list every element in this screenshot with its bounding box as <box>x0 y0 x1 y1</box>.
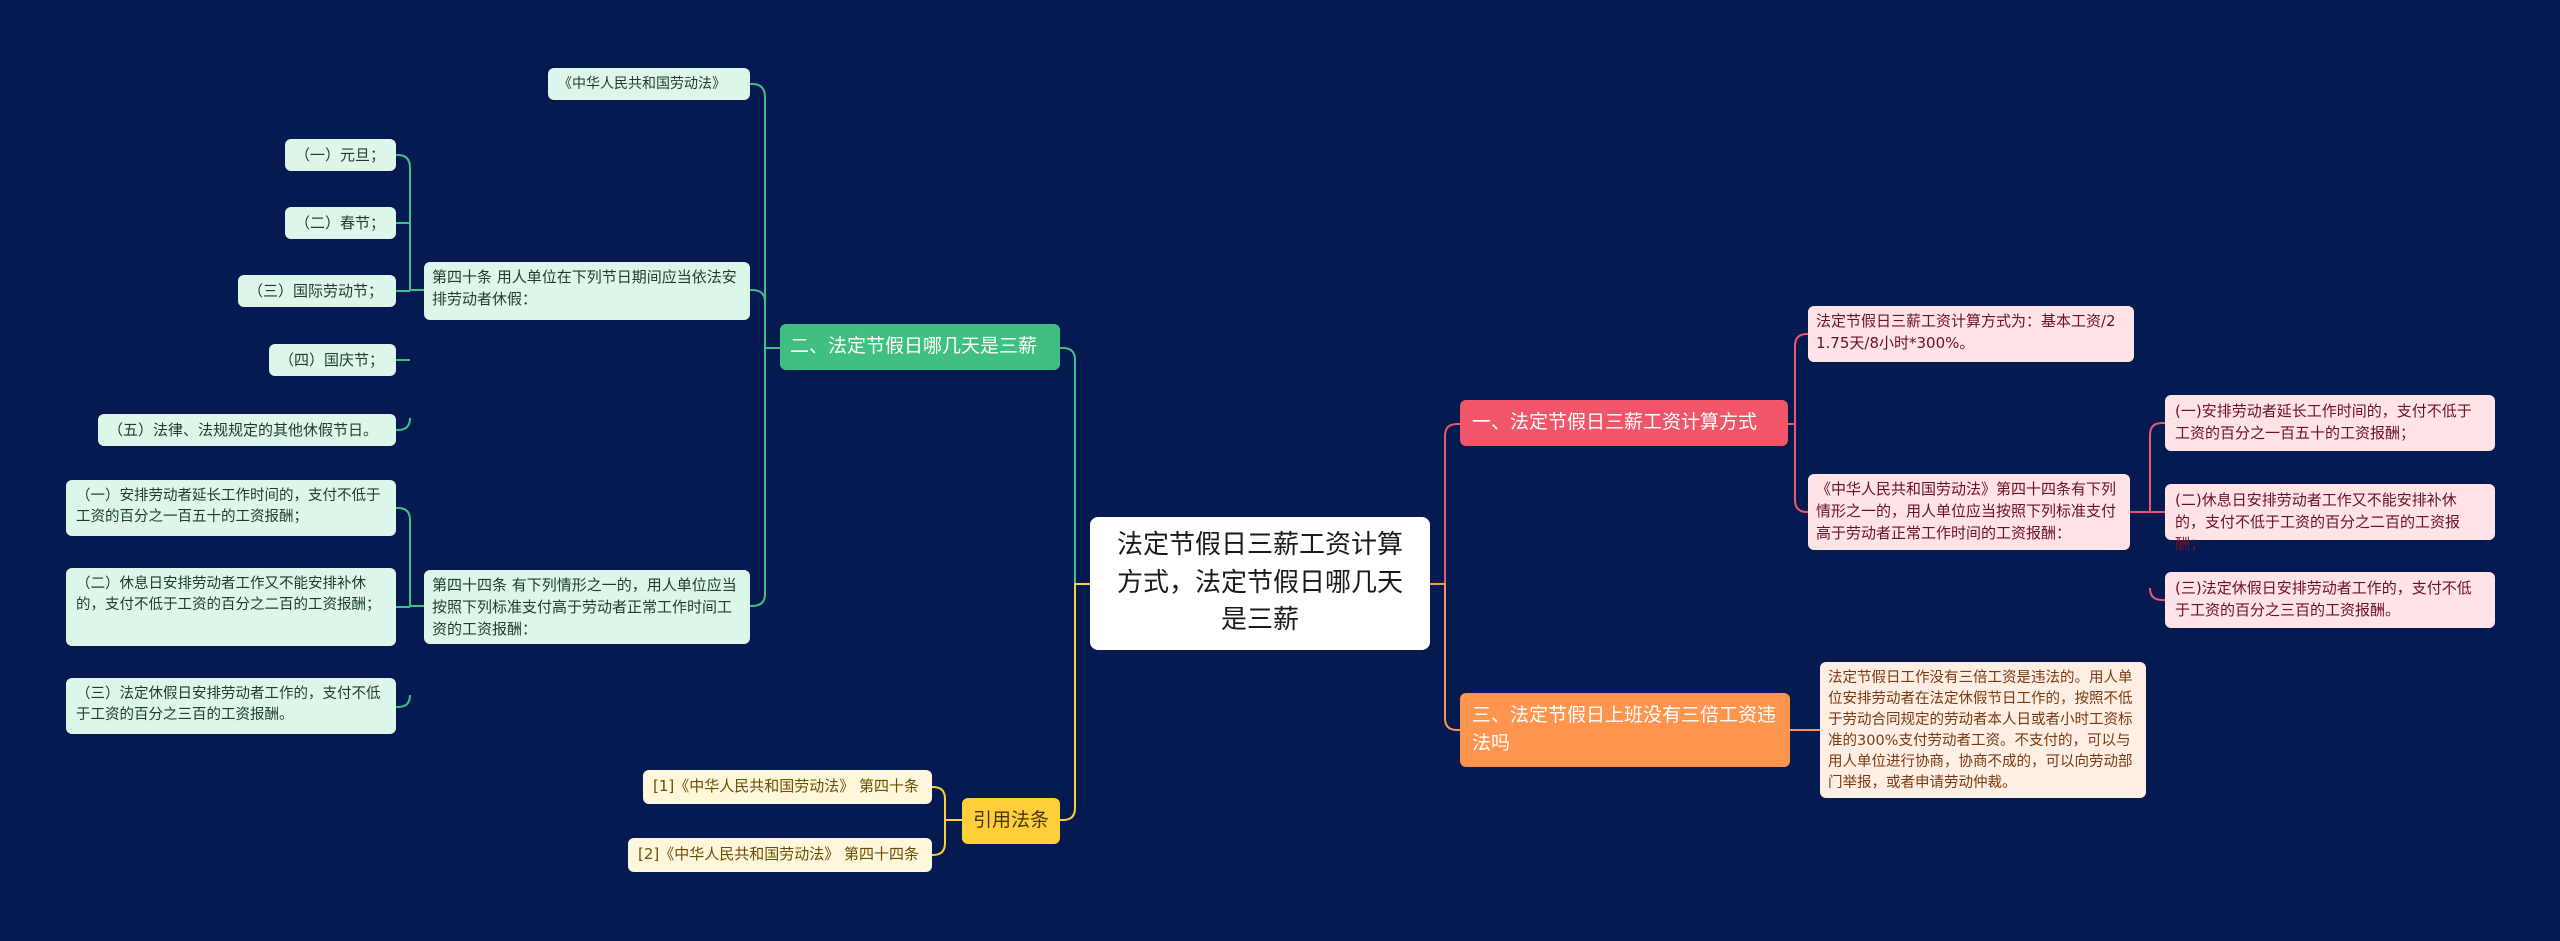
branch-triple-pay-calculation[interactable]: 一、法定节假日三薪工资计算方式 <box>1460 400 1788 446</box>
holiday-item[interactable]: （一）元旦； <box>285 139 396 171</box>
formula-node[interactable]: 法定节假日三薪工资计算方式为：基本工资/21.75天/8小时*300%。 <box>1808 306 2134 362</box>
central-topic[interactable]: 法定节假日三薪工资计算方式，法定节假日哪几天是三薪 <box>1090 517 1430 650</box>
illegal-explanation-node[interactable]: 法定节假日工作没有三倍工资是违法的。用人单位安排劳动者在法定休假节日工作的，按照… <box>1820 662 2146 798</box>
pay-rule-item[interactable]: (三)法定休假日安排劳动者工作的，支付不低于工资的百分之三百的工资报酬。 <box>2165 572 2495 628</box>
link-art40-items <box>396 154 424 431</box>
link-law44-items <box>2130 422 2165 601</box>
holiday-item[interactable]: （二）春节； <box>285 207 396 239</box>
link-center-branch-main <box>1060 347 1090 585</box>
law-title-node[interactable]: 《中华人民共和国劳动法》 <box>548 68 750 100</box>
link-center-branch1 <box>1430 423 1460 585</box>
labor-law-article-44-node[interactable]: 《中华人民共和国劳动法》第四十四条有下列情形之一的，用人单位应当按照下列标准支付… <box>1808 474 2130 550</box>
link-branch-main-art40 <box>750 289 780 349</box>
link-citations-items <box>932 786 962 856</box>
link-center-branch3 <box>1430 583 1460 731</box>
holiday-item[interactable]: （三）国际劳动节； <box>238 275 396 307</box>
holiday-item[interactable]: （五）法律、法规规定的其他休假节日。 <box>98 414 396 446</box>
article-40-node[interactable]: 第四十条 用人单位在下列节日期间应当依法安排劳动者休假： <box>424 262 750 320</box>
link-branch1-children <box>1788 333 1808 513</box>
branch-holidays-triple-pay[interactable]: 二、法定节假日哪几天是三薪 <box>780 324 1060 370</box>
link-branch-main-law <box>750 83 780 349</box>
pay-rule-item[interactable]: (一)安排劳动者延长工作时间的，支付不低于工资的百分之一百五十的工资报酬； <box>2165 395 2495 451</box>
link-branch-main-art44 <box>750 347 780 607</box>
overtime-rule-item[interactable]: （一）安排劳动者延长工作时间的，支付不低于工资的百分之一百五十的工资报酬； <box>66 480 396 536</box>
link-center-citations <box>1060 583 1090 821</box>
branch-no-triple-pay-illegal[interactable]: 三、法定节假日上班没有三倍工资违法吗 <box>1460 693 1790 767</box>
citation-item[interactable]: [2]《中华人民共和国劳动法》 第四十四条 <box>628 838 932 872</box>
pay-rule-item[interactable]: (二)休息日安排劳动者工作又不能安排补休的，支付不低于工资的百分之二百的工资报酬… <box>2165 484 2495 553</box>
overtime-rule-item[interactable]: （二）休息日安排劳动者工作又不能安排补休的，支付不低于工资的百分之二百的工资报酬… <box>66 568 396 646</box>
citation-item[interactable]: [1]《中华人民共和国劳动法》 第四十条 <box>643 770 932 804</box>
link-art44-items <box>396 507 424 708</box>
holiday-item[interactable]: （四）国庆节； <box>269 344 396 376</box>
branch-citations[interactable]: 引用法条 <box>962 798 1060 844</box>
overtime-rule-item[interactable]: （三）法定休假日安排劳动者工作的，支付不低于工资的百分之三百的工资报酬。 <box>66 678 396 734</box>
article-44-node[interactable]: 第四十四条 有下列情形之一的，用人单位应当按照下列标准支付高于劳动者正常工作时间… <box>424 570 750 644</box>
